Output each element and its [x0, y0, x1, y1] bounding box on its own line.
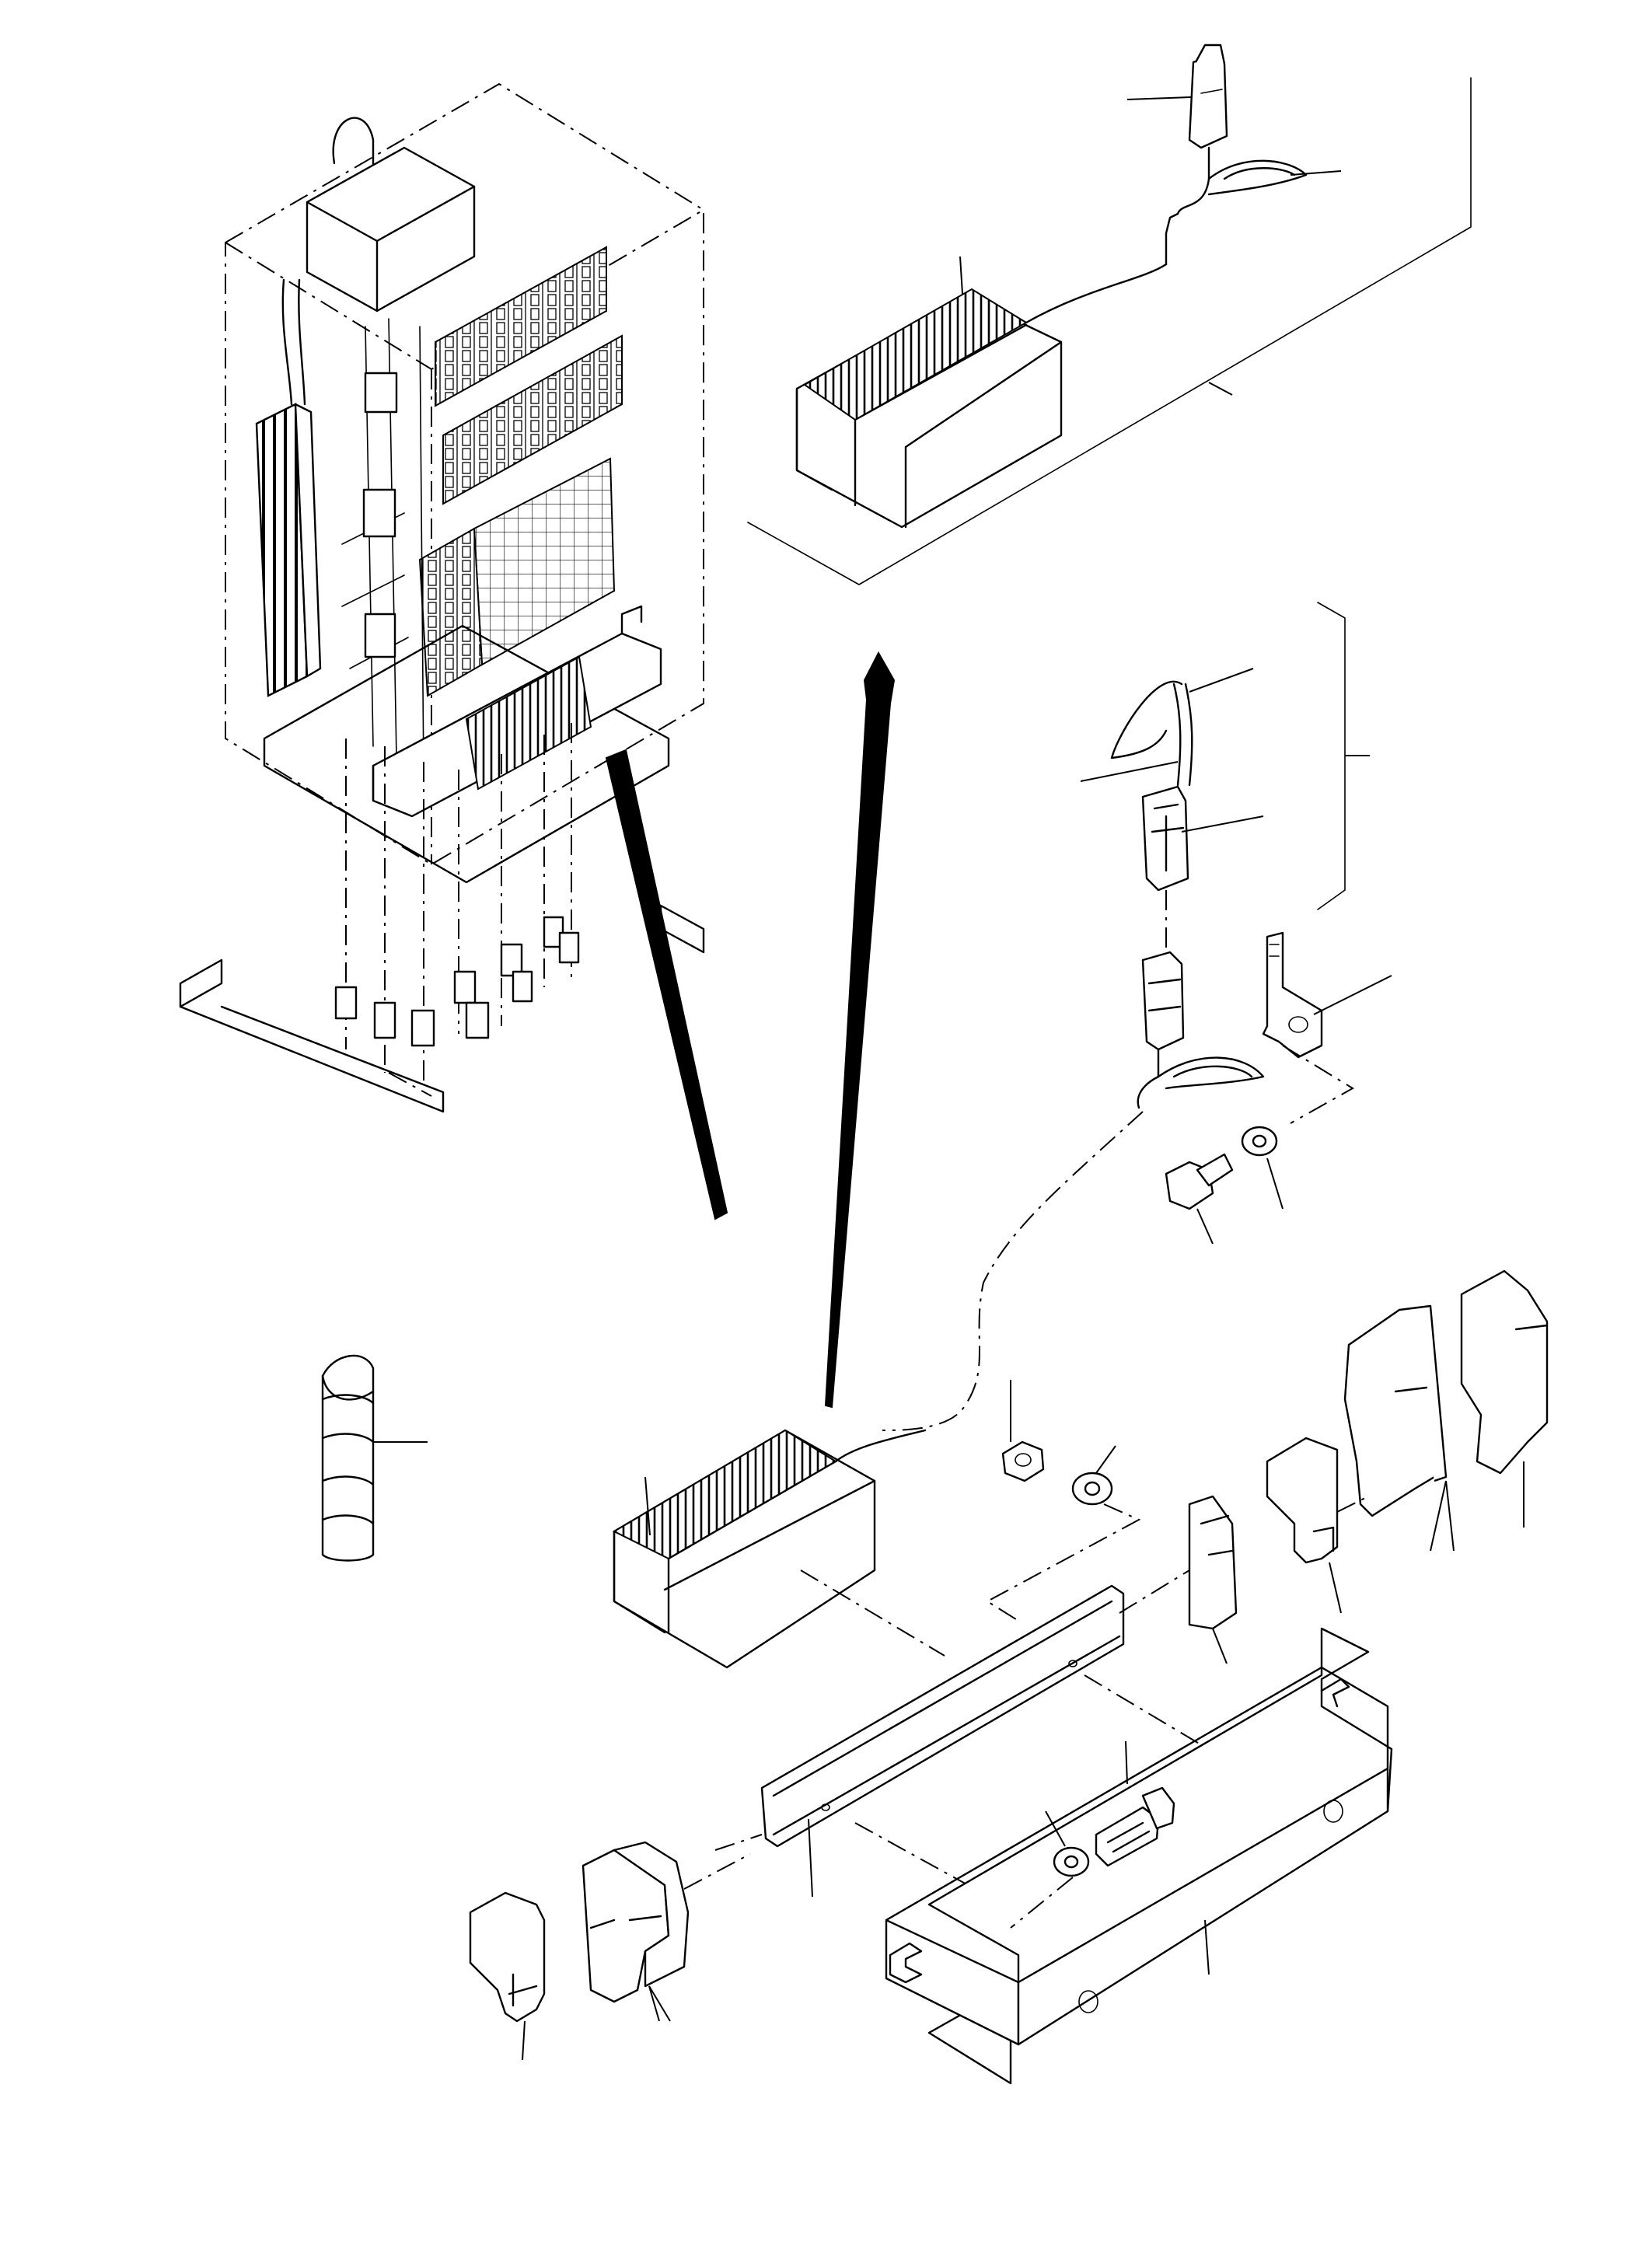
transformer-main	[612, 1429, 945, 1669]
bolt-small	[1165, 1153, 1234, 1245]
ground-bracket	[1262, 931, 1392, 1124]
cable-connector-group	[882, 602, 1370, 1431]
bolt-long	[1095, 1741, 1175, 1867]
transformer-top	[795, 256, 1168, 529]
cabinet-assembly	[179, 82, 705, 1113]
mounting-bracket	[885, 1627, 1393, 2085]
terminal-blocks-right	[1188, 1269, 1549, 1664]
cable-loop-top	[1165, 146, 1342, 266]
nut	[1001, 1380, 1045, 1482]
top-detail-box	[747, 77, 1472, 585]
end-clamp-left	[469, 1891, 546, 2061]
terminal-blocks-left	[582, 1841, 751, 2022]
detail-arrow-up-icon	[824, 651, 896, 1409]
washer-small	[1241, 1126, 1284, 1210]
washer-nut	[986, 1445, 1141, 1622]
end-plate-right	[1336, 1496, 1369, 1513]
detail-arrow-down-icon	[605, 749, 728, 1220]
connector-top	[1126, 44, 1228, 149]
end-clamp-right	[1266, 1437, 1342, 1614]
washer-long	[1010, 1810, 1090, 1929]
spiral-wrap	[321, 1354, 428, 1562]
